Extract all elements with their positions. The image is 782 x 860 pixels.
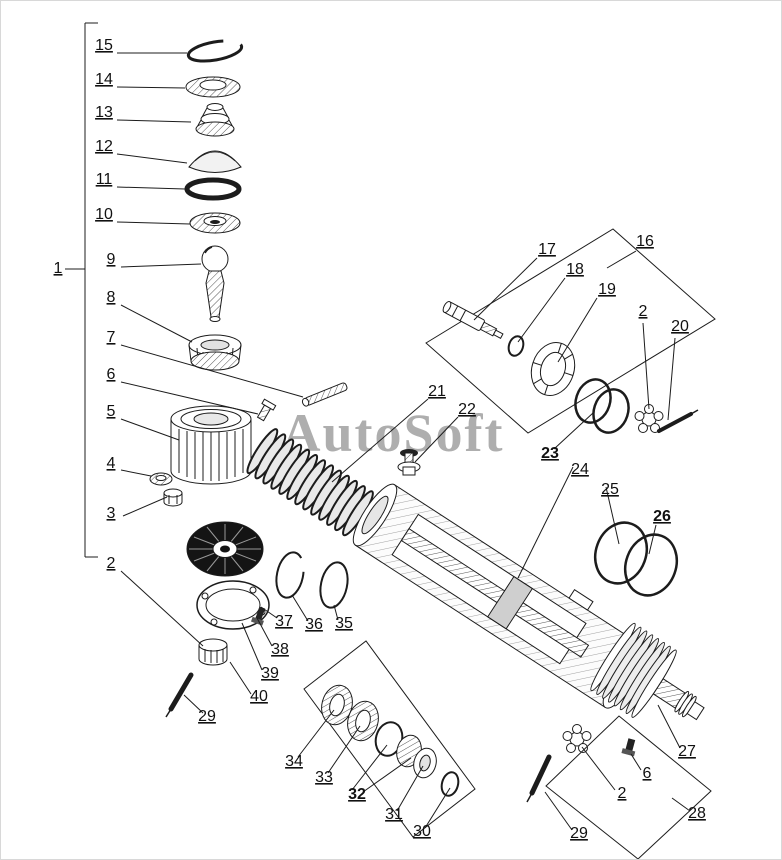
part-pin-20 [657, 409, 699, 433]
callout-23: 23 [541, 445, 559, 462]
bracket-1 [84, 22, 98, 558]
callout-11: 11 [96, 171, 113, 188]
part-ball-stud-9 [201, 245, 229, 322]
callout-22: 22 [458, 401, 476, 418]
callout-34: 34 [285, 753, 303, 770]
part-gasket-39 [196, 580, 270, 630]
callout-13: 13 [95, 104, 113, 121]
part-ring-25 [593, 521, 649, 585]
callout-1: 1 [54, 260, 63, 277]
callout-14: 14 [95, 71, 113, 88]
callout-3: 3 [107, 505, 116, 522]
part-bolt-6-bottom [621, 738, 636, 757]
part-cap-13 [195, 103, 235, 137]
callout-37: 37 [275, 613, 293, 630]
part-spider-2-bottom [562, 724, 592, 753]
callout-30: 30 [413, 823, 431, 840]
part-snap-ring-15 [186, 39, 244, 63]
part-cover-40 [186, 521, 264, 577]
callout-5: 5 [107, 403, 116, 420]
callout-39: 39 [261, 665, 279, 682]
callout-24: 24 [571, 461, 589, 478]
part-cup-8 [188, 334, 242, 371]
callout-10: 10 [95, 206, 113, 223]
part-cylinder-24 [352, 483, 648, 709]
callout-19: 19 [598, 281, 616, 298]
part-rings-23 [574, 378, 630, 434]
part-ring-35 [319, 561, 349, 609]
callout-7: 7 [107, 329, 116, 346]
callout-40: 40 [250, 688, 268, 705]
subassembly-box-28 [545, 715, 712, 859]
part-dome-12 [188, 150, 242, 173]
part-nut-3 [163, 488, 183, 507]
part-bolt-6 [256, 398, 277, 422]
callout-29-left: 29 [198, 708, 216, 725]
part-ring-26 [623, 533, 679, 597]
callout-36: 36 [305, 616, 323, 633]
callout-32: 32 [348, 786, 366, 803]
callout-8: 8 [107, 289, 116, 306]
callout-27: 27 [678, 743, 696, 760]
part-coupling-27 [590, 622, 705, 721]
part-pin-29-bottom [526, 754, 552, 803]
callout-29-bottom: 29 [570, 825, 588, 842]
callout-25: 25 [601, 481, 619, 498]
part-ring-36 [275, 551, 305, 599]
part-shaft-17 [442, 301, 504, 339]
callout-16: 16 [636, 233, 654, 250]
callout-18: 18 [566, 261, 584, 278]
subassembly-box-16 [425, 228, 716, 434]
part-housing-5 [170, 405, 252, 485]
callout-6-bottom: 6 [643, 765, 652, 782]
callout-9: 9 [107, 251, 116, 268]
callout-26: 26 [653, 508, 671, 525]
part-washer-14 [185, 76, 241, 98]
leader-lines [65, 52, 691, 831]
part-o-ring-30 [440, 771, 460, 797]
part-breather-22 [397, 449, 421, 476]
callout-15: 15 [95, 37, 113, 54]
callout-2-bottom: 2 [618, 785, 627, 802]
callout-31: 31 [385, 806, 403, 823]
part-pin-29-left [165, 672, 194, 718]
part-pin-7 [301, 382, 348, 407]
part-washer-18 [507, 335, 525, 357]
part-seal-10 [189, 212, 241, 234]
callout-28: 28 [688, 805, 706, 822]
part-washer-31 [413, 747, 437, 779]
callout-21: 21 [428, 383, 446, 400]
callout-6: 6 [107, 366, 116, 383]
callout-12: 12 [95, 138, 113, 155]
callout-35: 35 [335, 615, 353, 632]
part-washer-4 [149, 472, 173, 486]
part-collar-2-left [198, 638, 228, 666]
part-bearing-19 [530, 342, 576, 396]
part-o-ring-11 [184, 177, 242, 201]
callout-33: 33 [315, 769, 333, 786]
callout-labels: 15 14 13 12 11 10 9 8 7 6 5 4 3 1 2 29 4… [54, 37, 706, 842]
callout-4: 4 [107, 455, 116, 472]
callout-17: 17 [538, 241, 556, 258]
callout-2-left: 2 [107, 555, 116, 572]
callout-38: 38 [271, 641, 289, 658]
callout-20: 20 [671, 318, 689, 335]
callout-2-box: 2 [639, 303, 648, 320]
part-bellows-21 [246, 428, 374, 537]
watermark: AutoSoft [281, 403, 504, 463]
subassembly-box-32 [303, 640, 476, 838]
